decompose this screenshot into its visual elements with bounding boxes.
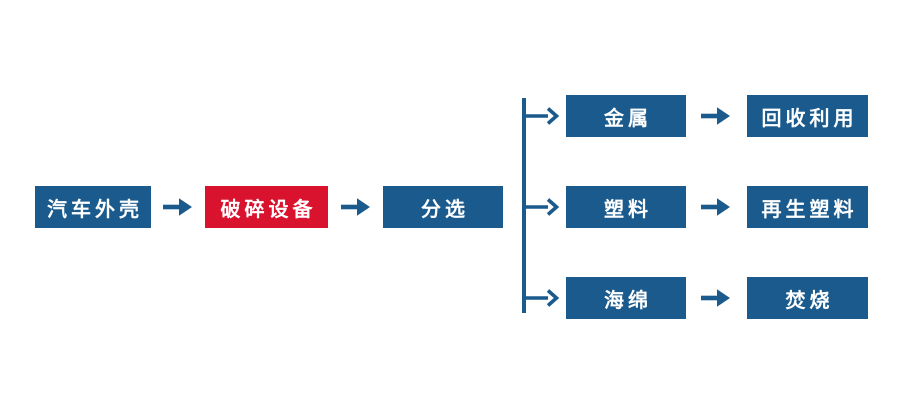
arrow-right-icon	[341, 198, 370, 216]
node-sponge: 海绵	[566, 277, 686, 319]
arrow-right-icon	[701, 198, 730, 216]
branch-arrow-icon	[524, 289, 560, 307]
branch-arrow-icon	[524, 198, 560, 216]
arrow-right-icon	[701, 289, 730, 307]
node-label: 汽车外壳	[47, 196, 143, 221]
node-car-shell: 汽车外壳	[35, 186, 151, 228]
node-label: 塑料	[604, 196, 652, 221]
arrow-right-icon	[163, 198, 192, 216]
node-label: 金属	[604, 105, 652, 130]
node-incineration: 焚烧	[747, 277, 868, 319]
node-metal: 金属	[566, 95, 686, 137]
node-label: 回收利用	[761, 105, 858, 130]
node-recycled-plastic: 再生塑料	[747, 186, 868, 228]
node-label: 焚烧	[785, 287, 834, 312]
node-label: 分选	[421, 196, 469, 221]
node-crusher: 破碎设备	[205, 186, 328, 228]
node-recycle-reuse: 回收利用	[747, 95, 868, 137]
node-label: 再生塑料	[761, 196, 858, 221]
branch-arrow-icon	[524, 107, 560, 125]
node-plastic: 塑料	[566, 186, 686, 228]
node-label: 海绵	[604, 287, 652, 312]
arrow-right-icon	[701, 107, 730, 125]
node-label: 破碎设备	[220, 196, 317, 221]
node-sorting: 分选	[383, 186, 503, 228]
